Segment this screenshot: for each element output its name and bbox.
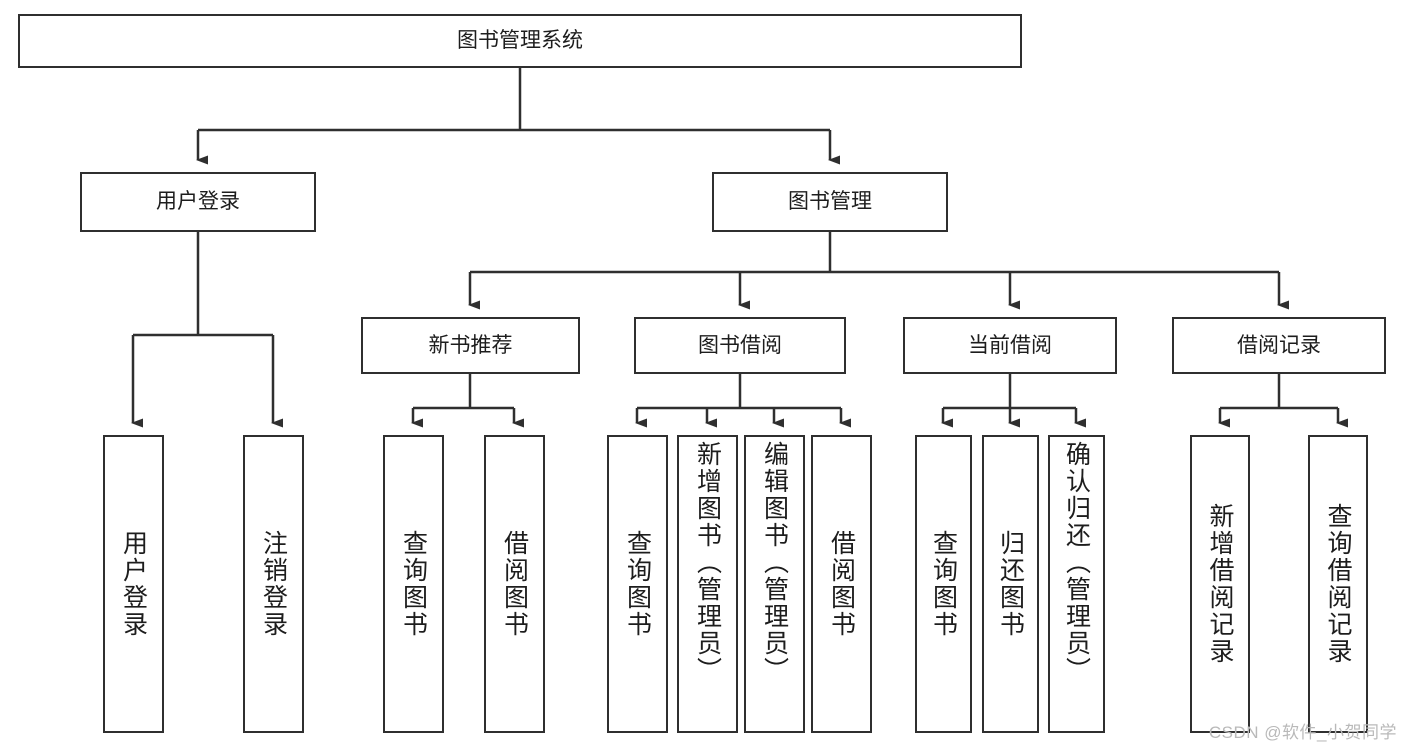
node-leaf-query-book-current[interactable]: 查询图书 (915, 435, 972, 733)
node-leaf-borrow-book-recommend[interactable]: 借阅图书 (484, 435, 545, 733)
node-user-login[interactable]: 用户登录 (80, 172, 316, 232)
node-current-borrow[interactable]: 当前借阅 (903, 317, 1117, 374)
node-root[interactable]: 图书管理系统 (18, 14, 1022, 68)
node-label-leaf-borrow-book-recommend: 借阅图书 (500, 530, 529, 638)
node-label-leaf-borrow-book: 借阅图书 (827, 530, 856, 638)
node-leaf-query-book-recommend[interactable]: 查询图书 (383, 435, 444, 733)
node-leaf-borrow-book[interactable]: 借阅图书 (811, 435, 872, 733)
node-leaf-edit-book[interactable]: 编辑图书（管理员） (744, 435, 805, 733)
node-label-leaf-query-book-borrow: 查询图书 (623, 530, 652, 638)
node-label-root: 图书管理系统 (457, 29, 583, 53)
node-label-leaf-add-borrow-record: 新增借阅记录 (1206, 503, 1234, 665)
node-leaf-query-book-borrow[interactable]: 查询图书 (607, 435, 668, 733)
node-label-leaf-query-borrow-record: 查询借阅记录 (1324, 503, 1352, 665)
node-leaf-query-borrow-record[interactable]: 查询借阅记录 (1308, 435, 1368, 733)
node-leaf-add-book[interactable]: 新增图书（管理员） (677, 435, 738, 733)
node-label-leaf-query-book-recommend: 查询图书 (399, 530, 428, 638)
node-label-current-borrow: 当前借阅 (968, 333, 1052, 357)
node-label-leaf-logout: 注销登录 (259, 530, 288, 638)
node-label-book-management: 图书管理 (788, 190, 872, 214)
node-label-borrow-records: 借阅记录 (1237, 333, 1321, 357)
node-label-user-login: 用户登录 (156, 190, 240, 214)
node-leaf-user-login[interactable]: 用户登录 (103, 435, 164, 733)
node-book-borrow[interactable]: 图书借阅 (634, 317, 846, 374)
node-leaf-add-borrow-record[interactable]: 新增借阅记录 (1190, 435, 1250, 733)
node-label-new-book-recommend: 新书推荐 (428, 333, 513, 357)
node-label-leaf-query-book-current: 查询图书 (929, 530, 958, 638)
node-label-leaf-confirm-return: 确认归还（管理员） (1062, 441, 1091, 684)
node-label-leaf-add-book: 新增图书（管理员） (693, 441, 722, 684)
watermark-text: CSDN @软件_小贺同学 (1208, 723, 1397, 742)
node-leaf-logout[interactable]: 注销登录 (243, 435, 304, 733)
node-label-leaf-edit-book: 编辑图书（管理员） (760, 441, 789, 684)
node-leaf-confirm-return[interactable]: 确认归还（管理员） (1048, 435, 1105, 733)
node-label-book-borrow: 图书借阅 (698, 333, 782, 357)
node-borrow-records[interactable]: 借阅记录 (1172, 317, 1386, 374)
node-book-management[interactable]: 图书管理 (712, 172, 948, 232)
node-leaf-return-book[interactable]: 归还图书 (982, 435, 1039, 733)
node-label-leaf-return-book: 归还图书 (996, 530, 1025, 638)
node-label-leaf-user-login: 用户登录 (119, 530, 148, 638)
node-new-book-recommend[interactable]: 新书推荐 (361, 317, 580, 374)
